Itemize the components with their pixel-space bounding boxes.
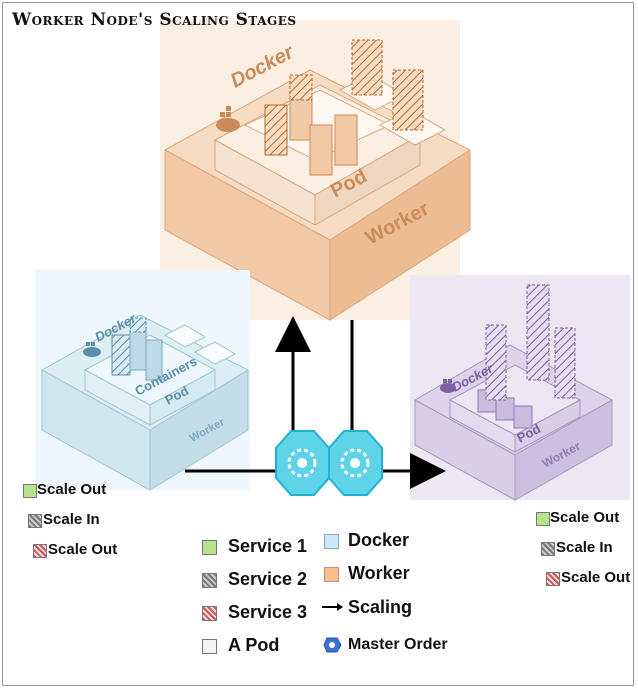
left-legend-swatch-green	[23, 484, 37, 498]
legend-swatch-pod	[202, 639, 217, 654]
left-container-2	[129, 329, 147, 371]
right-legend-swatch-grey	[541, 542, 555, 556]
left-container-1	[111, 334, 131, 376]
left-legend-swatch-grey	[28, 514, 42, 528]
legend-label-docker: Docker	[348, 530, 410, 550]
top-docker-logo-icon	[216, 106, 240, 132]
legend-swatch-service1	[202, 540, 217, 555]
right-docker-logo-icon	[440, 379, 456, 393]
right-scaleout-tower-1	[485, 324, 507, 401]
top-scaleout-container-2	[392, 69, 424, 131]
master-order-icon-2	[328, 430, 383, 496]
left-side-platform-2	[193, 341, 237, 365]
right-legend-swatch-green	[536, 512, 550, 526]
right-scaleout-tower-3	[554, 327, 576, 399]
legend-label-pod: A Pod	[228, 635, 280, 655]
legend-swatch-worker	[324, 567, 339, 582]
left-legend-label-2: Scale In	[43, 511, 100, 528]
legend-label-service1: Service 1	[228, 536, 308, 556]
left-container-3	[145, 339, 163, 381]
right-scaleout-tower-2	[526, 284, 550, 381]
left-side-platform-1	[163, 324, 207, 348]
left-docker-logo-icon	[83, 342, 101, 357]
legend-swatch-service2	[202, 573, 217, 588]
top-worker-right	[329, 149, 471, 321]
diagram-title: Worker Node's Scaling Stages	[12, 10, 297, 30]
legend-master-order-icon	[323, 637, 342, 653]
legend-swatch-docker	[324, 534, 339, 549]
right-legend-label-3: Scale Out	[561, 569, 631, 586]
legend-swatch-service3	[202, 606, 217, 621]
left-worker-node	[35, 270, 250, 491]
top-scaleout-container-1	[351, 39, 383, 96]
legend-scaling-arrow-icon	[322, 603, 343, 611]
legend-label-service2: Service 2	[228, 569, 308, 589]
right-worker-node	[410, 275, 630, 501]
legend-label-service3: Service 3	[228, 602, 308, 622]
scaling-arrows	[185, 316, 446, 489]
legend-label-master-order: Master Order	[348, 636, 448, 653]
master-order-icon-1	[275, 430, 330, 496]
right-container-3	[513, 405, 533, 429]
right-container-2	[495, 397, 515, 421]
top-pod-right	[314, 134, 421, 226]
legend-label-worker: Worker	[348, 563, 410, 583]
right-legend-swatch-red	[546, 572, 560, 586]
right-legend-label-2: Scale In	[556, 539, 613, 556]
left-legend-label-1: Scale Out	[37, 481, 107, 498]
left-legend-swatch-red	[33, 544, 47, 558]
legend-label-scaling: Scaling	[348, 597, 413, 617]
right-worker-right	[514, 399, 613, 501]
right-legend-label-1: Scale Out	[550, 509, 620, 526]
top-containers	[264, 74, 358, 176]
left-legend-label-3: Scale Out	[48, 541, 118, 558]
